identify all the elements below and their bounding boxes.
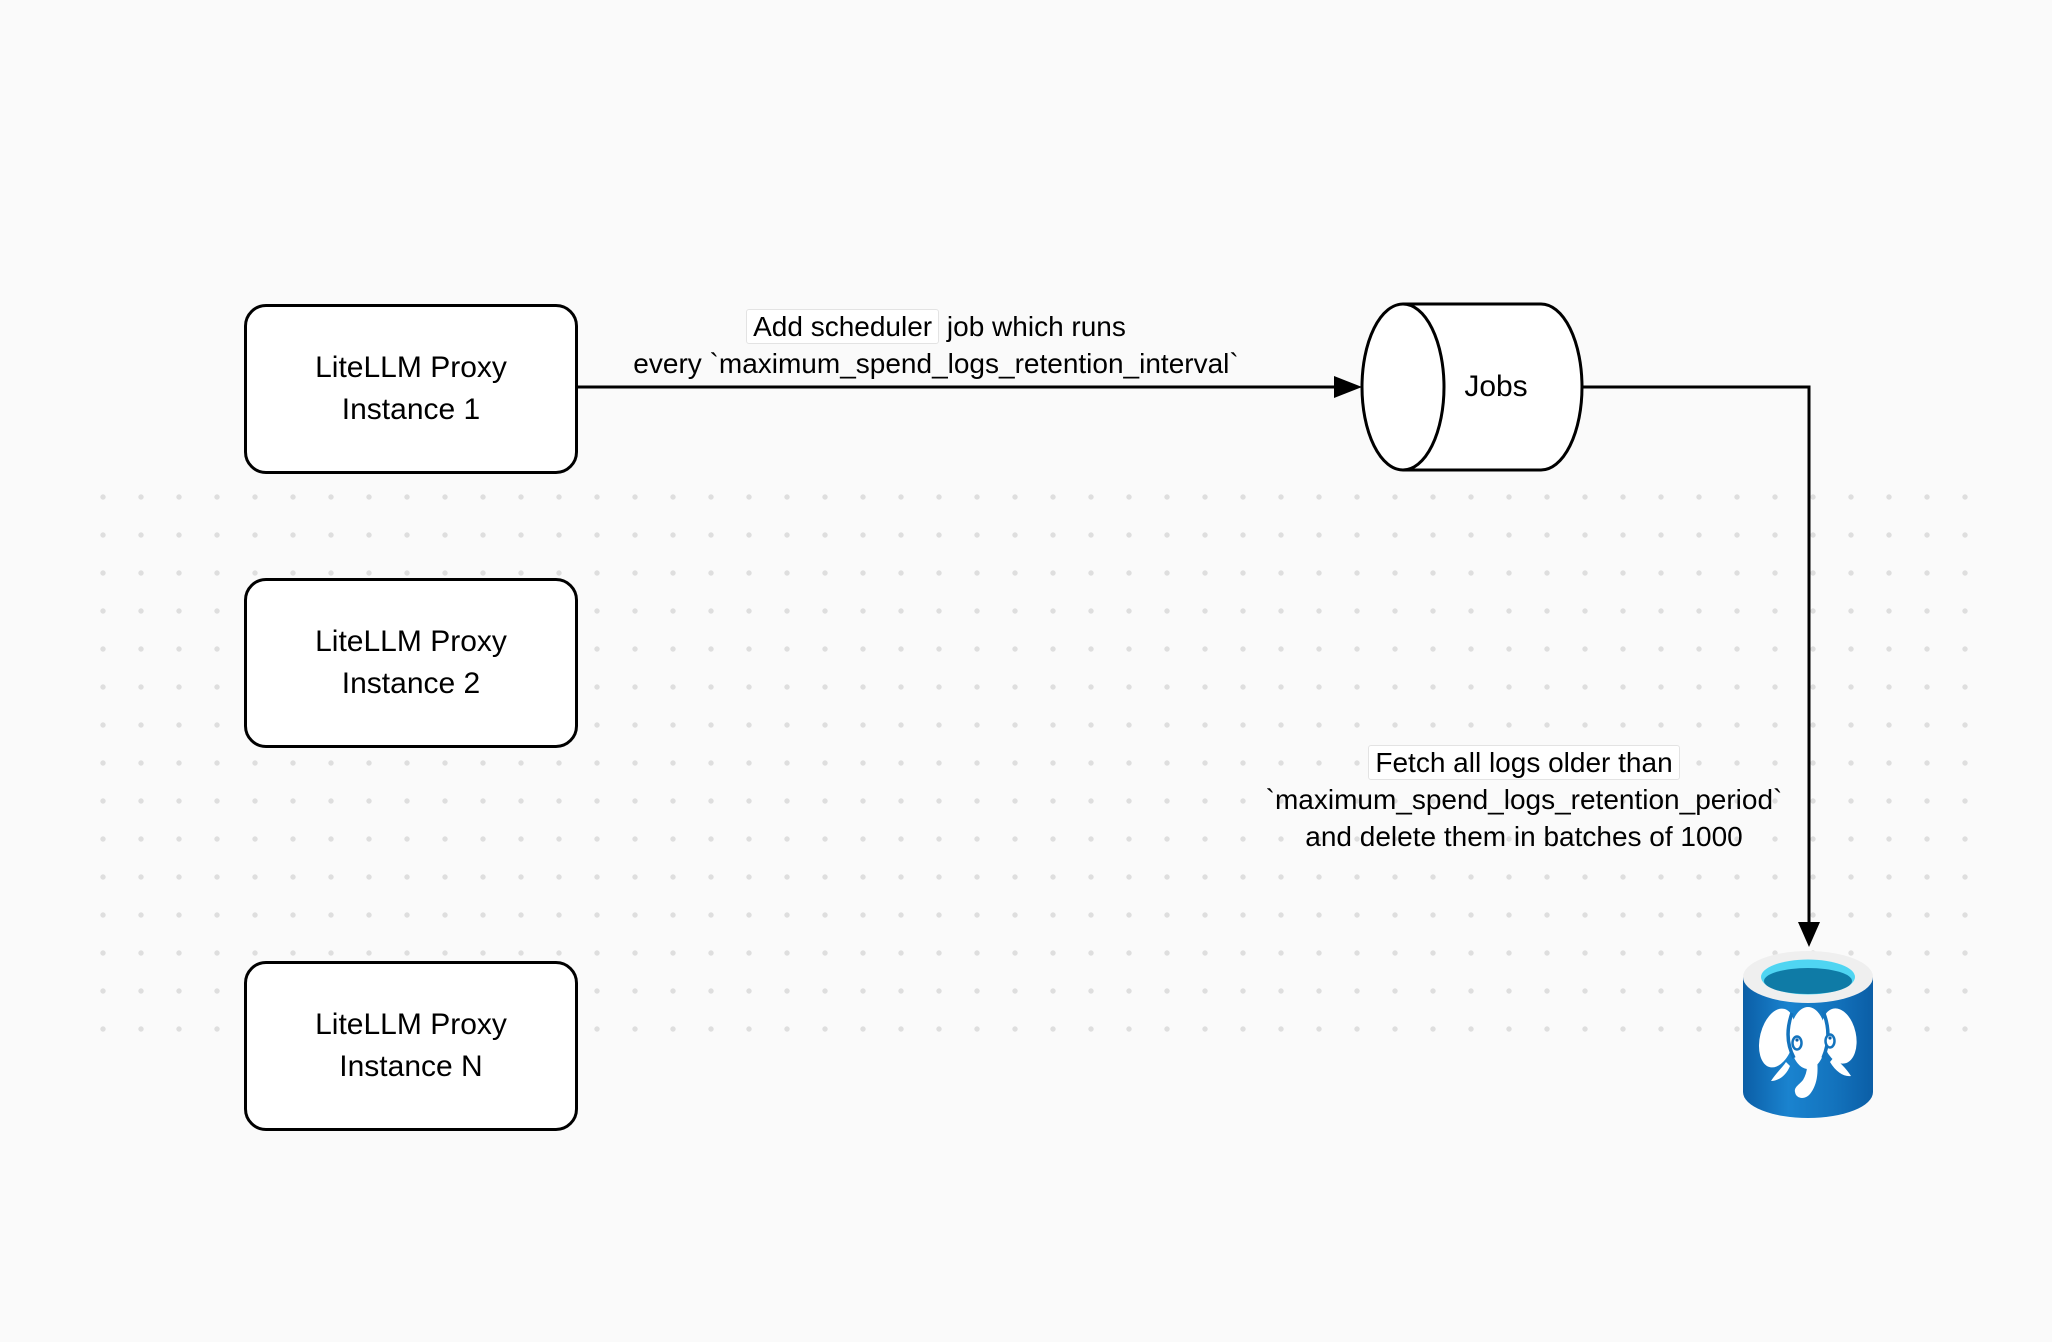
edge-label-highlight: Fetch all logs older than — [1368, 745, 1680, 780]
postgres-liquid — [1764, 968, 1852, 994]
edge-label-scheduler: Add scheduler job which runs every `maxi… — [561, 308, 1311, 382]
jobs-cylinder-shape — [1360, 302, 1584, 472]
node-label: LiteLLM Proxy Instance 2 — [315, 625, 507, 700]
edge-label-line: Fetch all logs older than — [1224, 744, 1824, 781]
edge-label-text: job which runs — [939, 311, 1126, 342]
postgresql-database-icon — [1743, 951, 1873, 1118]
edge-label-line: and delete them in batches of 1000 — [1305, 821, 1743, 852]
edge-label-line: Add scheduler job which runs — [561, 308, 1311, 345]
node-litellm-proxy-instance-2: LiteLLM Proxy Instance 2 — [244, 578, 578, 748]
node-label: LiteLLM Proxy Instance 1 — [315, 351, 507, 426]
edge-label-fetch: Fetch all logs older than `maximum_spend… — [1224, 744, 1824, 855]
jobs-node-label: Jobs — [1410, 305, 1582, 469]
node-litellm-proxy-instance-n: LiteLLM Proxy Instance N — [244, 961, 578, 1131]
scheduler-edge-arrowhead — [1334, 376, 1362, 398]
edge-label-line: every `maximum_spend_logs_retention_inte… — [633, 348, 1239, 379]
postgres-edge-arrowhead — [1798, 922, 1820, 947]
postgres-elephant-icon — [1758, 1007, 1857, 1098]
node-label: Jobs — [1464, 370, 1528, 403]
jobs-to-postgres-edge-line — [1582, 385, 1811, 924]
edge-label-line: `maximum_spend_logs_retention_period` — [1265, 784, 1783, 815]
node-label: LiteLLM Proxy Instance N — [315, 1008, 507, 1083]
node-litellm-proxy-instance-1: LiteLLM Proxy Instance 1 — [244, 304, 578, 474]
edge-label-highlight: Add scheduler — [746, 309, 940, 344]
